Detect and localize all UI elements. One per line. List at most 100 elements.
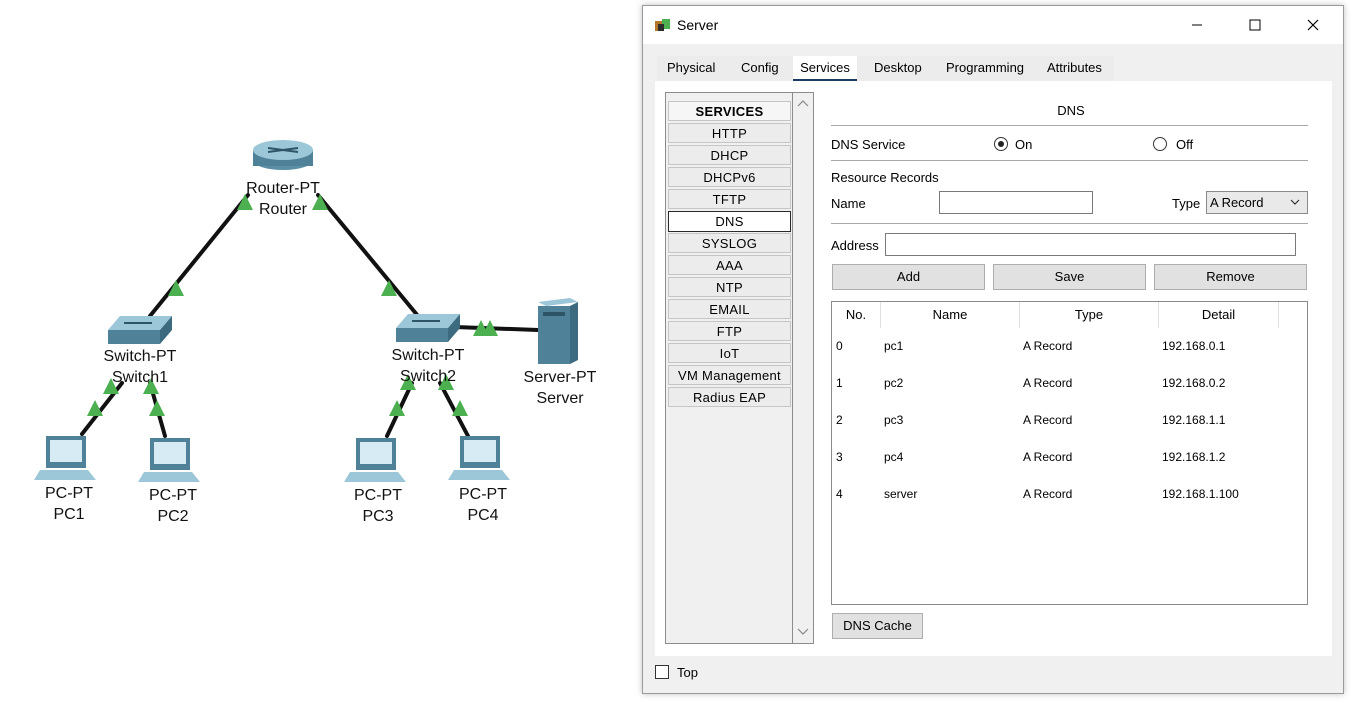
top-checkbox-label[interactable]: Top <box>677 665 698 680</box>
port-up-indicator <box>237 194 253 210</box>
service-list-header: SERVICES <box>668 101 791 121</box>
service-dns[interactable]: DNS <box>668 211 791 232</box>
pc-icon[interactable] <box>34 436 96 480</box>
resource-records-label: Resource Records <box>831 170 939 185</box>
close-button[interactable] <box>1284 6 1342 44</box>
device-name: Server <box>536 390 584 407</box>
scroll-up-icon[interactable] <box>793 97 813 111</box>
port-up-indicator <box>438 374 454 390</box>
tab-physical[interactable]: Physical <box>667 60 716 75</box>
service-list: SERVICES HTTP DHCP DHCPv6 TFTP DNS SYSLO… <box>665 92 814 644</box>
device-name: PC3 <box>362 508 394 525</box>
pc-icon[interactable] <box>138 438 200 482</box>
service-dhcp[interactable]: DHCP <box>668 145 791 165</box>
dns-off-label[interactable]: Off <box>1176 137 1194 152</box>
top-checkbox[interactable] <box>655 665 669 679</box>
cell-no: 0 <box>836 339 843 353</box>
maximize-icon <box>1249 19 1261 31</box>
name-input[interactable] <box>939 191 1093 214</box>
device-name: Switch1 <box>111 369 169 386</box>
switch-icon[interactable] <box>108 316 172 344</box>
device-model: PC-PT <box>354 487 402 504</box>
maximize-button[interactable] <box>1226 6 1284 44</box>
link-switch2-pc4[interactable] <box>438 381 470 438</box>
dns-off-radio[interactable] <box>1153 137 1167 151</box>
minimize-button[interactable] <box>1168 6 1226 44</box>
type-select[interactable]: A Record <box>1206 191 1308 214</box>
column-header-type[interactable]: Type <box>1020 302 1159 328</box>
table-row[interactable]: 1 pc2 A Record 192.168.0.2 <box>832 371 1307 395</box>
service-radius-eap[interactable]: Radius EAP <box>668 387 791 407</box>
service-iot[interactable]: IoT <box>668 343 791 363</box>
cell-name: pc3 <box>884 413 904 427</box>
device-name: Router <box>258 201 308 218</box>
remove-button[interactable]: Remove <box>1154 264 1307 290</box>
device-name: PC2 <box>157 508 189 525</box>
title-bar[interactable]: Server <box>643 6 1343 44</box>
port-up-indicator <box>87 400 103 416</box>
tab-programming[interactable]: Programming <box>946 60 1025 75</box>
pc-icon[interactable] <box>344 438 406 482</box>
device-model: PC-PT <box>149 487 197 504</box>
save-button[interactable]: Save <box>993 264 1146 290</box>
dns-records-table: No. Name Type Detail 0 pc1 A Record 192.… <box>831 301 1308 605</box>
cell-type: A Record <box>1023 376 1073 390</box>
tab-attributes[interactable]: Attributes <box>1047 60 1102 75</box>
service-http[interactable]: HTTP <box>668 123 791 143</box>
port-up-indicator <box>381 280 397 296</box>
divider <box>831 223 1308 224</box>
service-email[interactable]: EMAIL <box>668 299 791 319</box>
column-header-name[interactable]: Name <box>881 302 1020 328</box>
device-model: Switch-PT <box>391 347 465 364</box>
services-panel: SERVICES HTTP DHCP DHCPv6 TFTP DNS SYSLO… <box>655 81 1332 656</box>
address-input[interactable] <box>885 233 1296 256</box>
topology-links <box>34 140 578 482</box>
dns-cache-button[interactable]: DNS Cache <box>832 613 923 639</box>
service-ntp[interactable]: NTP <box>668 277 791 297</box>
service-list-scrollbar[interactable] <box>793 93 813 643</box>
scroll-down-icon[interactable] <box>793 625 813 639</box>
service-ftp[interactable]: FTP <box>668 321 791 341</box>
dns-config-pane: DNS DNS Service On Off Resource Records … <box>831 81 1311 656</box>
packet-tracer-icon <box>655 19 670 31</box>
cell-no: 3 <box>836 450 843 464</box>
add-button[interactable]: Add <box>832 264 985 290</box>
tab-desktop[interactable]: Desktop <box>874 60 922 75</box>
table-row[interactable]: 4 server A Record 192.168.1.100 <box>832 482 1307 506</box>
cell-detail: 192.168.1.100 <box>1162 487 1239 501</box>
service-dhcpv6[interactable]: DHCPv6 <box>668 167 791 187</box>
tab-config[interactable]: Config <box>741 60 779 75</box>
switch-icon[interactable] <box>396 314 460 342</box>
service-tftp[interactable]: TFTP <box>668 189 791 209</box>
topology-canvas[interactable]: Router-PT Router Switch-PT Switch1 Switc… <box>0 0 640 718</box>
link-router-switch2[interactable] <box>316 193 420 318</box>
dns-title: DNS <box>1057 103 1085 118</box>
table-row[interactable]: 2 pc3 A Record 192.168.1.1 <box>832 408 1307 432</box>
link-router-switch1[interactable] <box>148 193 250 318</box>
pc-icon[interactable] <box>448 436 510 480</box>
service-vm-management[interactable]: VM Management <box>668 365 791 385</box>
link-switch2-server[interactable] <box>453 325 540 332</box>
name-label: Name <box>831 196 866 211</box>
device-model: Switch-PT <box>103 348 177 365</box>
port-up-indicator <box>312 194 328 210</box>
port-up-indicator <box>103 378 119 394</box>
cell-no: 2 <box>836 413 843 427</box>
window-title: Server <box>677 17 719 33</box>
server-icon[interactable] <box>538 298 578 364</box>
service-aaa[interactable]: AAA <box>668 255 791 275</box>
table-row[interactable]: 3 pc4 A Record 192.168.1.2 <box>832 445 1307 469</box>
close-icon <box>1307 19 1319 31</box>
column-header-no[interactable]: No. <box>832 302 881 328</box>
table-row[interactable]: 0 pc1 A Record 192.168.0.1 <box>832 334 1307 358</box>
service-syslog[interactable]: SYSLOG <box>668 233 791 253</box>
dns-on-radio[interactable] <box>994 137 1008 151</box>
port-up-indicator <box>168 280 184 296</box>
device-name: Switch2 <box>399 368 457 385</box>
device-model: Router-PT <box>246 180 320 197</box>
column-header-detail[interactable]: Detail <box>1159 302 1279 328</box>
tab-services[interactable]: Services <box>793 56 857 81</box>
dns-on-label[interactable]: On <box>1015 137 1033 152</box>
dns-service-label: DNS Service <box>831 137 906 152</box>
router-icon[interactable] <box>253 140 313 170</box>
